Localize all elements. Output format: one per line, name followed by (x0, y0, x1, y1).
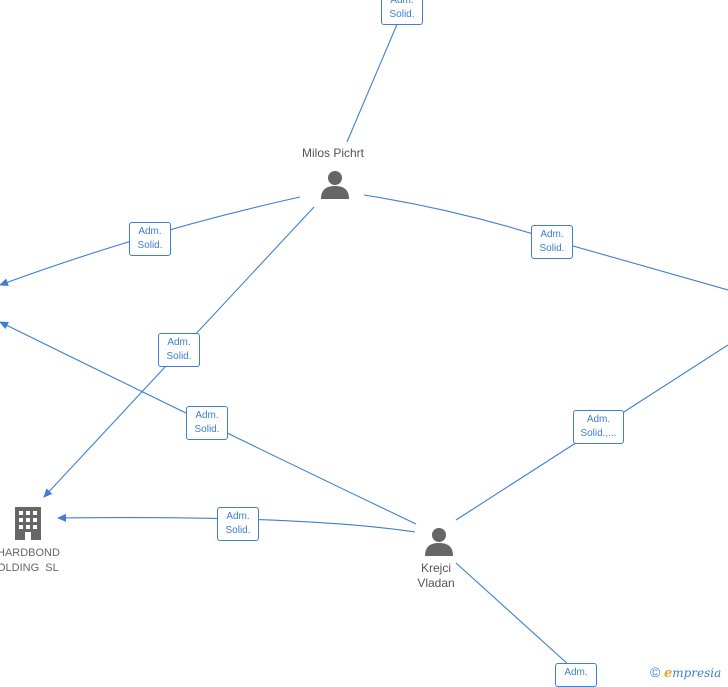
relation-type: Adm. (195, 410, 219, 421)
edge-krejci-company (57, 513, 416, 533)
brand-initial: e (663, 666, 673, 681)
footer-brand: © empresia (650, 664, 721, 684)
relation-label-milos-left[interactable]: Adm. Solid. (129, 222, 171, 256)
relation-detail: Solid. (225, 525, 251, 536)
company-name-line2: OLDING SL (0, 562, 59, 574)
relation-detail: Solid. (539, 243, 565, 254)
edge-krejci-bottom (455, 562, 571, 667)
relation-detail: Solid. (194, 424, 220, 435)
relation-label-krejci-right[interactable]: Adm. Solid.,... (573, 410, 624, 444)
relation-type: Adm. (540, 229, 564, 240)
relation-detail: Solid. (166, 351, 192, 362)
company-name-line1: HARDBOND (0, 547, 60, 559)
building-icon[interactable] (13, 505, 43, 541)
relation-label-milos-top[interactable]: Adm. Solid. (381, 0, 423, 25)
person-name-line2: Vladan (417, 576, 455, 590)
relation-type: Adm. (586, 414, 611, 425)
relation-type: Adm. (138, 226, 162, 237)
person-name-milos[interactable]: Milos Pichrt (301, 146, 364, 160)
person-icon[interactable] (319, 169, 351, 201)
relation-label-milos-right[interactable]: Adm. Solid. (531, 225, 573, 259)
brand-name: mpresia (672, 666, 722, 680)
relation-detail: Solid. (389, 9, 415, 20)
relation-type: Adm. (167, 337, 191, 348)
company-name[interactable]: HARDBOND OLDING SL (0, 546, 63, 576)
relation-label-milos-company[interactable]: Adm. Solid. (158, 333, 200, 367)
relation-label-krejci-left[interactable]: Adm. Solid. (186, 406, 228, 440)
relation-type: Adm. (390, 0, 414, 6)
relation-type: Adm. (564, 667, 588, 678)
person-name-line1: Krejci (420, 561, 451, 575)
relation-detail: Solid. (137, 240, 163, 251)
relation-type: Adm. (226, 511, 250, 522)
copyright-symbol: © (650, 664, 661, 680)
person-icon[interactable] (423, 526, 455, 558)
relation-detail: Solid.,... (580, 428, 617, 439)
edge-milos-top (346, 21, 399, 143)
relation-label-krejci-bottom[interactable]: Adm. (555, 663, 597, 687)
person-name-krejci[interactable]: Krejci Vladan (406, 561, 466, 591)
relation-label-krejci-company[interactable]: Adm. Solid. (217, 507, 259, 541)
